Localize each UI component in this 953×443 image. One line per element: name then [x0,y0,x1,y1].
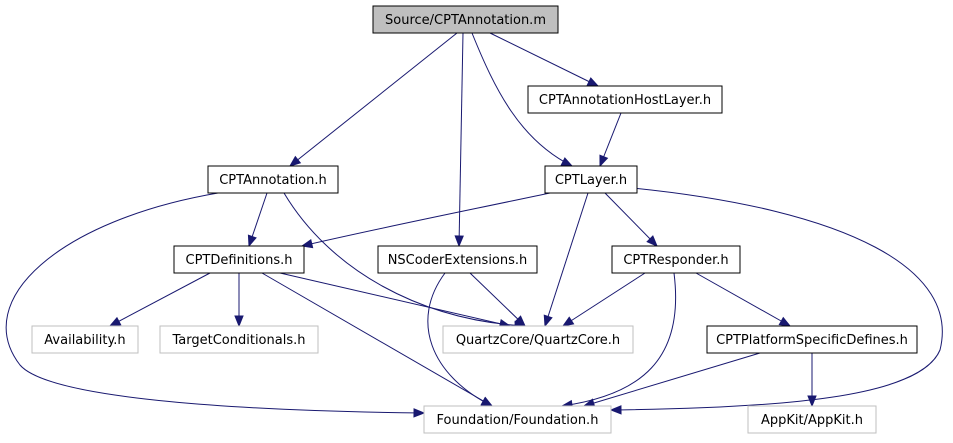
node-nscoderextensions-h[interactable]: NSCoderExtensions.h [377,245,538,274]
edge-line [544,192,589,327]
edge-arrowhead [108,316,122,327]
node-cptresponder-h[interactable]: CPTResponder.h [611,245,741,274]
edge-arrowhead [288,155,302,167]
edge-line [562,272,646,327]
edges [5,32,943,418]
node-label: Source/CPTAnnotation.m [385,13,546,28]
edge-nscoderextensions-h-to-quartzcore-h [469,272,526,327]
edge-cptlayer-h-to-cptresponder-h [604,192,658,247]
node-box [377,245,538,274]
edge-arrowhead [543,314,553,328]
edge-cptlayer-h-to-quartzcore-h [543,192,589,328]
node-cptdefinitions-h[interactable]: CPTDefinitions.h [173,245,305,274]
edge-arrowhead [561,316,575,327]
node-box [527,85,723,114]
edge-arrowhead [454,235,464,248]
node-cptannotation-h[interactable]: CPTAnnotation.h [207,165,339,194]
node-box [159,325,319,354]
edge-arrowhead [599,154,609,168]
node-label: CPTLayer.h [555,173,627,188]
node-label: AppKit/AppKit.h [761,413,863,428]
edge-cptdefinitions-h-to-availability-h [108,272,211,327]
edge-cptplatformspecificdefines-h-to-appkit-h [807,353,817,408]
node-box [747,405,877,434]
edge-cptlayer-h-to-cptdefinitions-h [300,192,551,249]
node-label: NSCoderExtensions.h [388,253,528,268]
edge-line [279,272,511,327]
edge-cptlayer-h-to-foundation-h [609,187,943,415]
edge-line [695,272,791,327]
edge-line [610,187,943,411]
edge-line [489,32,599,87]
node-label: CPTResponder.h [623,253,728,268]
edge-line [469,272,526,327]
edge-line [427,272,493,407]
node-box [423,405,612,434]
node-box [31,325,139,354]
edge-cptplatformspecificdefines-h-to-foundation-h [582,352,761,408]
edge-source-cptannotation-m-to-cptannotation-h [288,32,458,167]
edge-line [109,272,211,327]
edge-source-cptannotation-m-to-cptannotationhostlayer-h [489,32,600,87]
edge-arrowhead [413,408,426,418]
edge-line [458,32,464,247]
node-cptlayer-h[interactable]: CPTLayer.h [544,165,638,194]
node-label: Availability.h [44,333,125,348]
edge-cptannotation-h-to-cptdefinitions-h [247,192,268,248]
node-box [173,245,305,274]
edge-arrowhead [300,238,314,249]
edge-line [583,352,761,407]
node-targetconditionals-h[interactable]: TargetConditionals.h [159,325,319,354]
node-label: CPTAnnotationHostLayer.h [539,93,711,108]
node-foundation-h[interactable]: Foundation/Foundation.h [423,405,612,434]
edge-cptresponder-h-to-cptplatformspecificdefines-h [695,272,792,327]
nodes: Source/CPTAnnotation.m CPTAnnotationHost… [31,5,918,434]
node-appkit-h[interactable]: AppKit/AppKit.h [747,405,877,434]
node-availability-h[interactable]: Availability.h [31,325,139,354]
edge-line [471,32,573,167]
node-box [372,5,559,34]
edge-arrowhead [247,234,257,248]
node-box [207,165,339,194]
edge-line [561,272,676,407]
edge-arrowhead [778,316,792,327]
node-box [611,245,741,274]
node-label: CPTDefinitions.h [186,253,293,268]
edge-cptdefinitions-h-to-targetconditionals-h [234,273,244,328]
edge-arrowhead [234,315,244,328]
edge-line [301,192,551,247]
node-cptannotationhostlayer-h[interactable]: CPTAnnotationHostLayer.h [527,85,723,114]
edge-arrowhead [646,235,658,247]
edge-line [5,192,425,414]
node-source-cptannotation-m[interactable]: Source/CPTAnnotation.m [372,5,559,34]
edge-arrowhead [807,395,817,408]
edge-cptresponder-h-to-quartzcore-h [561,272,646,327]
node-label: CPTPlatformSpecificDefines.h [716,333,908,348]
node-quartzcore-h[interactable]: QuartzCore/QuartzCore.h [442,325,634,354]
edge-arrowhead [609,405,622,415]
edge-cptannotationhostlayer-h-to-cptlayer-h [599,112,622,168]
node-label: CPTAnnotation.h [219,173,327,188]
edge-line [283,192,526,327]
node-cptplatformspecificdefines-h[interactable]: CPTPlatformSpecificDefines.h [706,325,918,354]
edge-line [261,272,493,407]
node-label: TargetConditionals.h [172,333,306,348]
edge-cptannotation-h-to-foundation-h [5,192,426,418]
node-label: QuartzCore/QuartzCore.h [456,333,620,348]
node-label: Foundation/Foundation.h [437,413,599,428]
node-box [706,325,918,354]
edge-arrowhead [514,315,526,327]
node-box [442,325,634,354]
edge-source-cptannotation-m-to-nscoderextensions-h [454,32,464,248]
edge-line [604,192,658,247]
node-box [544,165,638,194]
edge-arrowhead [586,77,600,87]
edge-line [289,32,458,167]
edge-arrowhead [560,157,574,167]
